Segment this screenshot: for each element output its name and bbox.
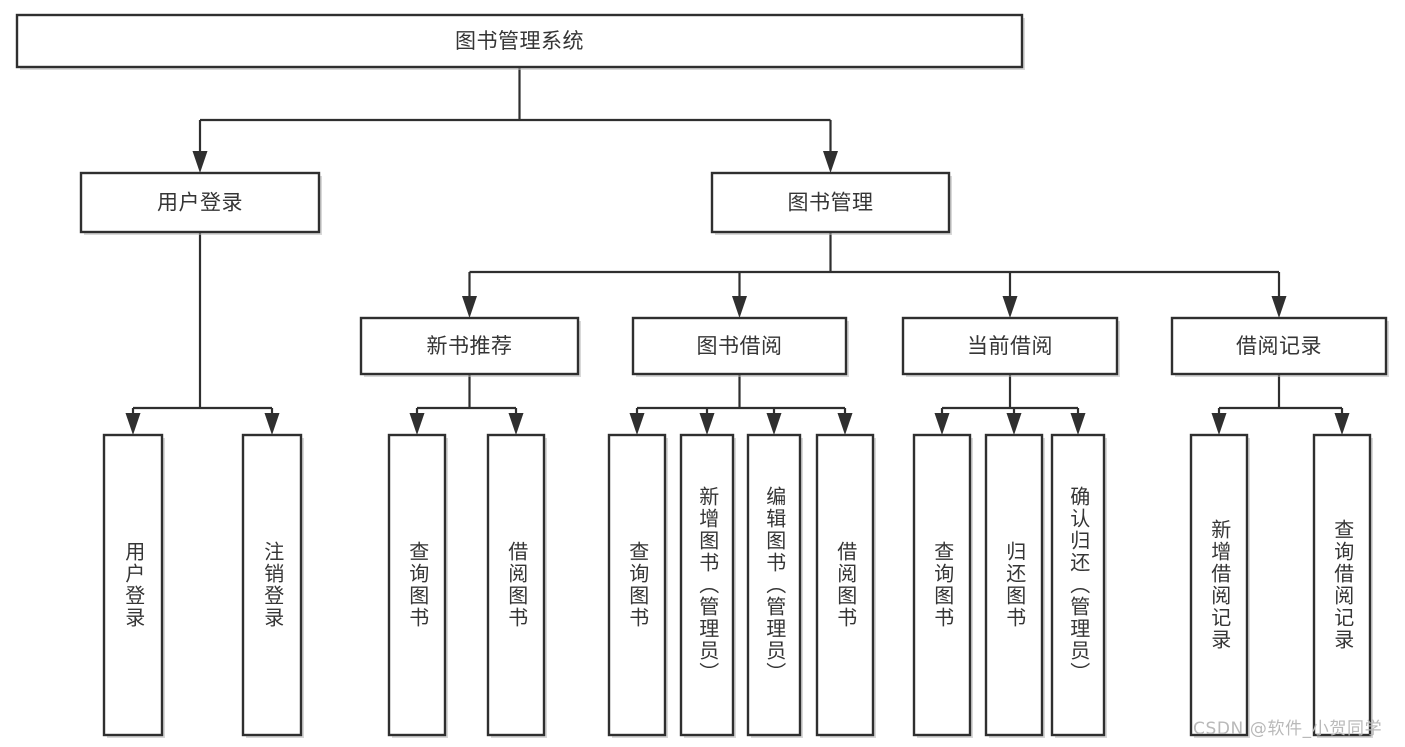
node-box[interactable] bbox=[102, 433, 164, 737]
node-leaf-query-book-2[interactable] bbox=[607, 433, 668, 738]
node-borrow-record[interactable]: 借阅记录 bbox=[1170, 316, 1389, 377]
arrowhead-icon bbox=[934, 413, 950, 435]
node-book-manage[interactable]: 图书管理 bbox=[710, 171, 952, 235]
node-box[interactable] bbox=[486, 433, 546, 737]
arrowhead-icon bbox=[1002, 296, 1018, 318]
node-user-login[interactable]: 用户登录 bbox=[79, 171, 322, 235]
arrowhead-icon bbox=[1271, 296, 1287, 318]
arrowhead-icon bbox=[1211, 413, 1227, 435]
edge-new-book-to-leaves bbox=[409, 374, 524, 435]
node-leaf-confirm-return[interactable] bbox=[1050, 433, 1107, 738]
node-box[interactable] bbox=[387, 433, 447, 737]
arrowhead-icon bbox=[1006, 413, 1022, 435]
node-box[interactable] bbox=[746, 433, 802, 737]
node-box[interactable] bbox=[1312, 433, 1372, 737]
arrowhead-icon bbox=[1334, 413, 1350, 435]
arrowhead-icon bbox=[837, 413, 853, 435]
arrowhead-icon bbox=[508, 413, 524, 435]
node-box[interactable] bbox=[984, 433, 1044, 737]
node-leaf-edit-book[interactable] bbox=[746, 433, 803, 738]
arrowhead-icon bbox=[766, 413, 782, 435]
arrowhead-icon bbox=[462, 296, 477, 318]
node-root[interactable]: 图书管理系统 bbox=[15, 13, 1025, 70]
node-leaf-query-book-3[interactable] bbox=[912, 433, 973, 738]
node-box[interactable] bbox=[359, 316, 580, 376]
edge-user-login-to-leaves bbox=[125, 232, 280, 435]
node-leaf-borrow-book-2[interactable] bbox=[815, 433, 876, 738]
edge-layer bbox=[125, 67, 1350, 435]
node-box[interactable] bbox=[1050, 433, 1106, 737]
node-leaf-query-borrow-record[interactable] bbox=[1312, 433, 1373, 738]
arrowhead-icon bbox=[1070, 413, 1086, 435]
node-new-book-recommend[interactable]: 新书推荐 bbox=[359, 316, 581, 377]
node-leaf-return-book[interactable] bbox=[984, 433, 1045, 738]
node-leaf-query-book-1[interactable] bbox=[387, 433, 448, 738]
node-label: 当前借阅 bbox=[967, 334, 1053, 358]
arrowhead-icon bbox=[699, 413, 715, 435]
node-leaf-borrow-book-1[interactable] bbox=[486, 433, 547, 738]
node-box[interactable] bbox=[1189, 433, 1249, 737]
node-label: 图书管理系统 bbox=[455, 29, 584, 53]
edge-root-to-level2 bbox=[192, 67, 838, 173]
node-leaf-add-book[interactable] bbox=[679, 433, 736, 738]
node-label: 图书借阅 bbox=[697, 334, 783, 358]
node-box[interactable] bbox=[241, 433, 303, 737]
arrowhead-icon bbox=[192, 151, 208, 173]
node-leaf-add-borrow-record[interactable] bbox=[1189, 433, 1250, 738]
node-leaf-user-logout[interactable] bbox=[241, 433, 304, 738]
node-box[interactable] bbox=[15, 13, 1024, 69]
node-box[interactable] bbox=[710, 171, 951, 234]
arrowhead-icon bbox=[125, 413, 141, 435]
node-box[interactable] bbox=[912, 433, 972, 737]
node-box[interactable] bbox=[901, 316, 1119, 376]
node-book-borrow[interactable]: 图书借阅 bbox=[631, 316, 849, 377]
node-label: 图书管理 bbox=[788, 191, 874, 215]
edge-book-manage-to-level3 bbox=[462, 232, 1287, 318]
arrowhead-icon bbox=[823, 151, 838, 173]
edge-book-borrow-to-leaves bbox=[629, 374, 853, 435]
arrowhead-icon bbox=[732, 296, 747, 318]
node-current-borrow[interactable]: 当前借阅 bbox=[901, 316, 1120, 377]
node-box[interactable] bbox=[1170, 316, 1388, 376]
arrowhead-icon bbox=[629, 413, 645, 435]
node-label: 用户登录 bbox=[157, 191, 243, 215]
node-box[interactable] bbox=[679, 433, 735, 737]
arrowhead-icon bbox=[409, 413, 425, 435]
node-box[interactable] bbox=[631, 316, 848, 376]
node-leaf-user-login[interactable] bbox=[102, 433, 165, 738]
node-box[interactable] bbox=[79, 171, 321, 234]
node-box[interactable] bbox=[607, 433, 667, 737]
node-label: 新书推荐 bbox=[427, 334, 513, 358]
node-label: 借阅记录 bbox=[1236, 334, 1322, 358]
edge-current-borrow-to-leaves bbox=[934, 374, 1086, 435]
edge-borrow-record-to-leaves bbox=[1211, 374, 1350, 435]
arrowhead-icon bbox=[264, 413, 280, 435]
csdn-watermark: CSDN @软件_小贺同学 bbox=[1193, 719, 1383, 739]
node-box[interactable] bbox=[815, 433, 875, 737]
